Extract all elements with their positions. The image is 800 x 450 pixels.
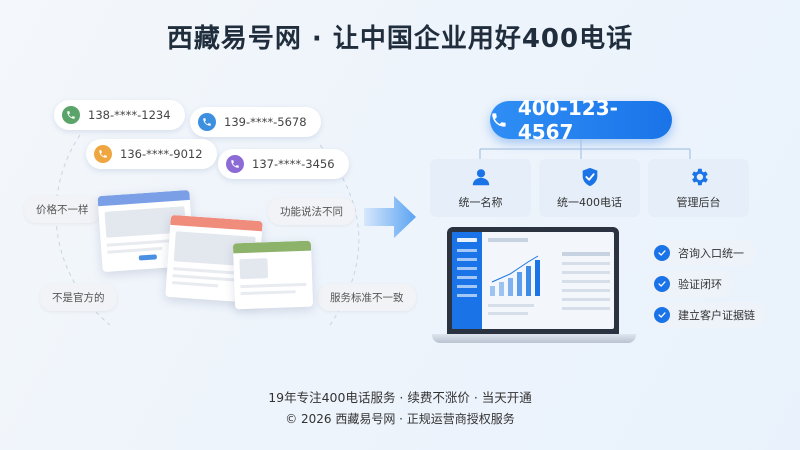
hotline-number: 400-123-4567 xyxy=(517,96,618,144)
dashboard-sidebar xyxy=(452,232,482,329)
phone-icon xyxy=(226,155,244,173)
phone-number: 136-****-9012 xyxy=(120,147,203,161)
phone-icon xyxy=(62,106,80,124)
tree-connector xyxy=(479,139,691,159)
doc-card-green xyxy=(232,240,314,310)
feature-label: 统一400电话 xyxy=(557,196,622,209)
phone-pill-4: 137-****-3456 xyxy=(218,149,349,179)
check-icon xyxy=(654,276,670,292)
check-item-verify: 验证闭环 xyxy=(648,271,734,297)
check-label: 验证闭环 xyxy=(678,278,722,291)
phone-pill-1: 138-****-1234 xyxy=(54,100,185,130)
phone-number: 137-****-3456 xyxy=(252,157,335,171)
user-icon xyxy=(472,169,489,186)
footer-copyright: © 2026 西藏易号网 · 正规运营商授权服务 xyxy=(285,412,515,426)
check-item-entry: 咨询入口统一 xyxy=(648,240,756,266)
feature-unified-400: 统一400电话 xyxy=(539,159,640,217)
bubble-official: 不是官方的 xyxy=(40,284,117,311)
bubble-function: 功能说法不同 xyxy=(268,198,355,225)
dashboard-bar-chart xyxy=(490,255,540,296)
feature-label: 统一名称 xyxy=(458,196,503,209)
phone-pill-3: 136-****-9012 xyxy=(86,139,217,169)
check-label: 建立客户证据链 xyxy=(678,309,755,322)
phone-number: 139-****-5678 xyxy=(224,115,307,129)
hotline-button[interactable]: 400-123-4567 xyxy=(490,96,672,144)
shield-check-icon xyxy=(582,167,597,187)
phone-icon xyxy=(94,145,112,163)
phone-icon xyxy=(492,113,506,127)
phone-number: 138-****-1234 xyxy=(88,108,171,122)
laptop-base xyxy=(432,334,636,343)
footer-tagline: 19年专注400电话服务 · 续费不涨价 · 当天开通 xyxy=(268,390,532,405)
bubble-price: 价格不一样 xyxy=(24,196,101,223)
laptop-screen xyxy=(447,227,619,334)
feature-admin-panel: 管理后台 xyxy=(648,159,749,217)
check-icon xyxy=(654,245,670,261)
arrow-right-icon xyxy=(364,196,416,238)
check-item-evidence: 建立客户证据链 xyxy=(648,302,767,328)
check-label: 咨询入口统一 xyxy=(678,247,744,260)
check-icon xyxy=(654,307,670,323)
bubble-service: 服务标准不一致 xyxy=(318,284,416,311)
dashboard-main xyxy=(482,232,614,329)
feature-unified-name: 统一名称 xyxy=(430,159,531,217)
gear-icon xyxy=(691,168,708,186)
phone-pill-2: 139-****-5678 xyxy=(190,107,321,137)
feature-label: 管理后台 xyxy=(676,196,721,209)
phone-icon xyxy=(198,113,216,131)
page-title: 西藏易号网 · 让中国企业用好400电话 xyxy=(166,24,634,54)
